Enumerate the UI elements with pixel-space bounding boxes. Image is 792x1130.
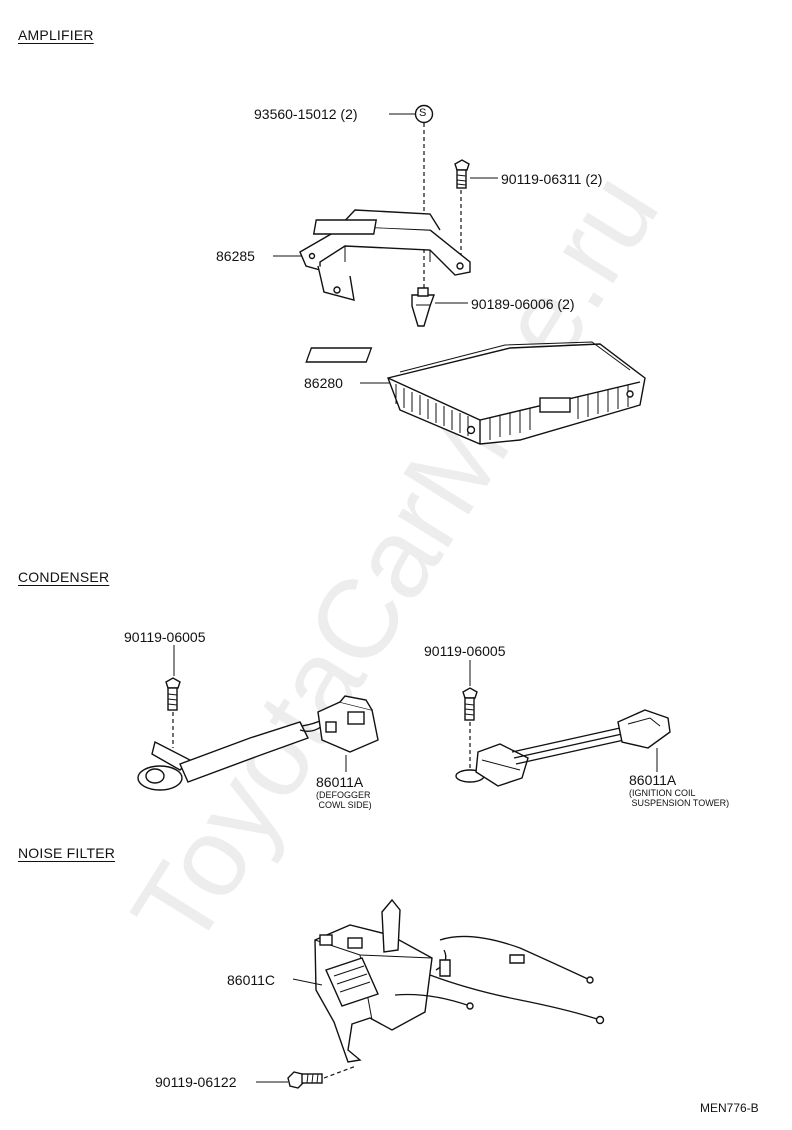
part-number-90119-06005-right[interactable]: 90119-06005 [424, 643, 506, 659]
bolt-90119-06005-right-icon [462, 687, 478, 721]
diagram-code: MEN776-B [700, 1101, 759, 1115]
leader-86011C [292, 978, 323, 986]
part-number-86280[interactable]: 86280 [304, 375, 343, 391]
bracket-86285-icon [299, 209, 471, 301]
note-ignition-coil-suspension-tower: (IGNITION COIL SUSPENSION TOWER) [629, 788, 730, 808]
part-number-86285[interactable]: 86285 [216, 248, 255, 264]
section-title-amplifier: AMPLIFIER [18, 27, 94, 43]
condenser-86011A-left-icon [137, 695, 379, 791]
part-number-93560-15012[interactable]: 93560-15012 (2) [254, 106, 358, 122]
s-mark-label: S [419, 107, 427, 119]
section-title-condenser: CONDENSER [18, 569, 110, 585]
clip-90189-06006-icon [411, 287, 435, 327]
bolt-90119-06005-left-icon [165, 677, 181, 711]
condenser-86011A-right-icon [455, 709, 671, 787]
part-number-90119-06311[interactable]: 90119-06311 (2) [501, 171, 603, 187]
bolt-90119-06311-icon [454, 159, 470, 189]
s-mark-circle [414, 104, 434, 124]
part-number-86011A-right[interactable]: 86011A [629, 772, 677, 788]
part-number-90189-06006[interactable]: 90189-06006 (2) [471, 296, 575, 312]
amplifier-86280-icon [305, 341, 646, 445]
noise-filter-86011C-icon [314, 898, 605, 1063]
part-number-90119-06005-left[interactable]: 90119-06005 [124, 629, 206, 645]
part-number-86011A-left[interactable]: 86011A [316, 774, 364, 790]
part-number-90119-06122[interactable]: 90119-06122 [155, 1074, 237, 1090]
section-title-noise-filter: NOISE FILTER [18, 845, 116, 861]
part-number-86011C[interactable]: 86011C [227, 972, 276, 988]
note-defogger-cowl-side: (DEFOGGER COWL SIDE) [316, 790, 372, 810]
bolt-90119-06122-icon [287, 1071, 323, 1089]
